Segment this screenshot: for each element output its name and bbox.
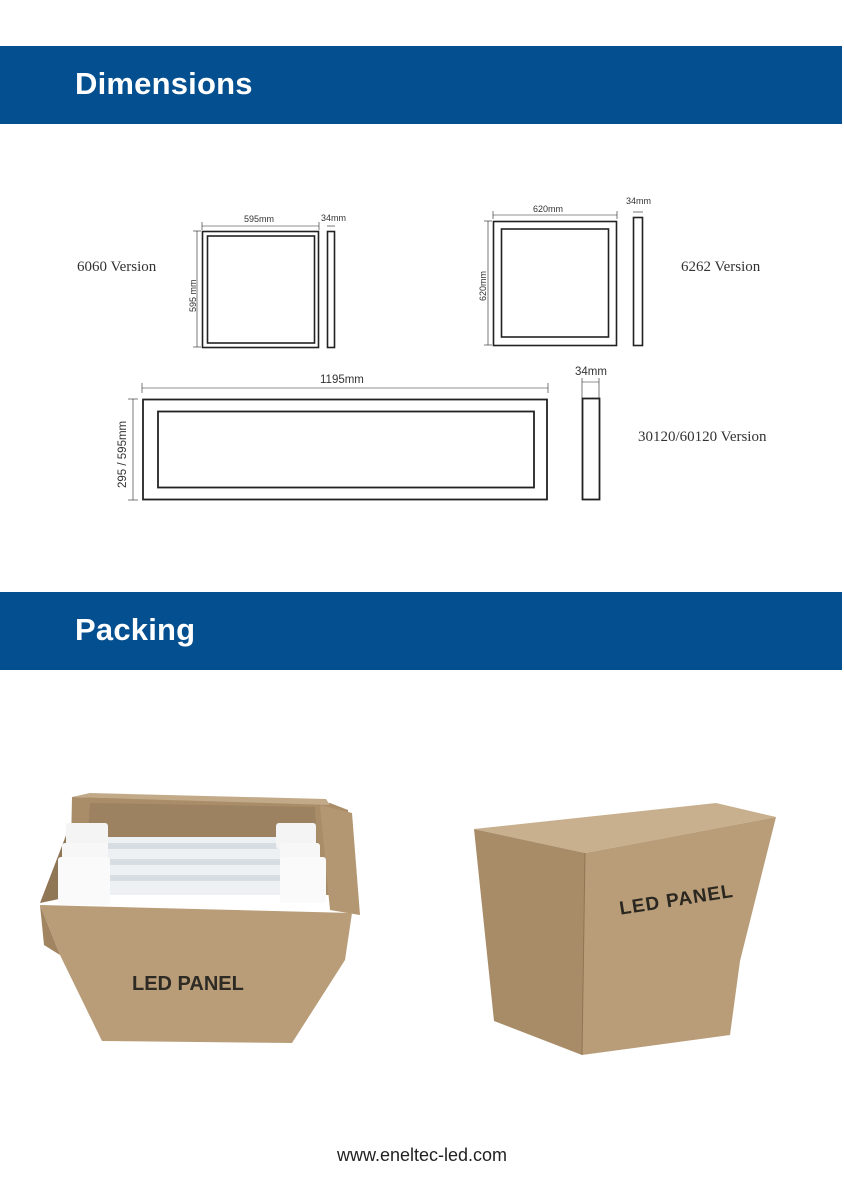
diagram-6262-side [632,211,644,347]
dim-6060-height: 595 mm [188,279,198,312]
diagram-6060-side [326,225,336,349]
label-6060-version: 6060 Version [77,259,157,275]
closed-box-photo: LED PANEL [460,795,790,1065]
website-link[interactable]: www.eneltec-led.com [336,1145,508,1165]
dim-6262-height: 620mm [478,270,488,301]
diagram-30120-side [581,378,601,501]
dim-30120-width: 1195mm [320,374,364,386]
label-6262-version: 6262 Version [681,259,761,275]
packing-title: Packing [75,612,196,647]
open-box-photo: LED PANEL [30,785,370,1050]
label-30120-version: 30120/60120 Version [638,429,767,445]
diagram-6262-front [484,211,618,347]
diagram-30120-front [128,383,549,501]
dim-6262-width: 620mm [533,204,564,214]
dimensions-title: Dimensions [75,66,253,101]
packing-banner: Packing [0,592,842,670]
dimensions-banner: Dimensions [0,46,842,124]
dim-30120-height: 295 / 595mm [117,420,129,488]
dim-30120-depth: 34mm [575,366,607,378]
dimension-drawings [128,211,644,501]
open-box-print: LED PANEL [132,973,244,995]
dim-6060-depth: 34mm [321,213,347,223]
dim-6262-depth: 34mm [626,196,652,206]
diagram-6060-front [193,222,320,349]
dim-6060-width: 595mm [244,214,275,224]
